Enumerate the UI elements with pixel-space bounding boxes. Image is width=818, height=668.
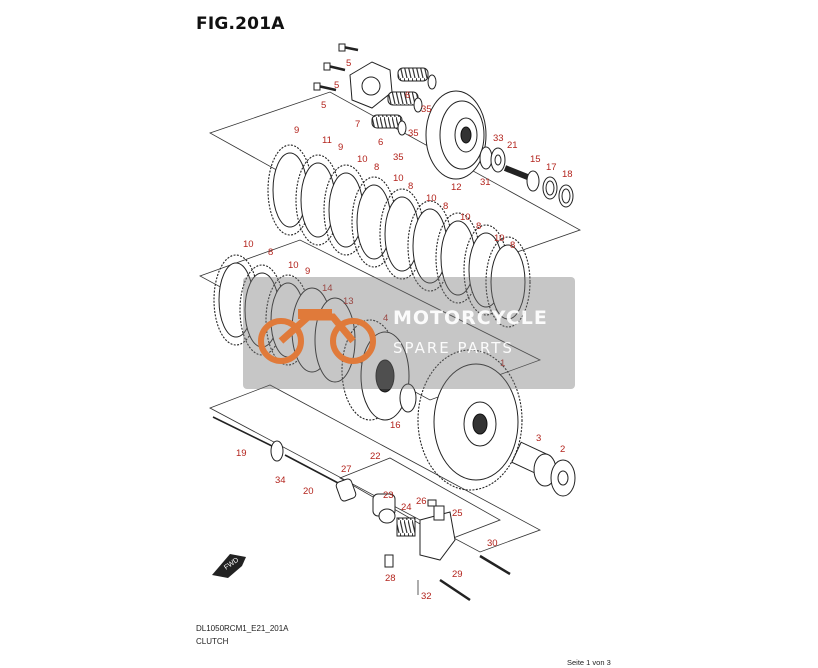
watermark-logo-icon — [258, 309, 376, 364]
callout-8: 8 — [476, 221, 481, 232]
callout-23: 23 — [383, 490, 394, 501]
callout-10: 10 — [357, 154, 368, 165]
callout-18: 18 — [562, 169, 573, 180]
lifter-plate-7 — [349, 61, 393, 109]
callout-8: 8 — [510, 240, 515, 251]
thrust-washer-2 — [550, 459, 576, 497]
springs-6 — [371, 67, 437, 136]
clutch-plate-stack-upper — [267, 144, 531, 328]
callout-5: 5 — [346, 58, 351, 69]
callout-7: 7 — [355, 119, 360, 130]
callout-27: 27 — [341, 464, 352, 475]
callout-35: 35 — [421, 104, 432, 115]
fwd-arrow-icon: FWD — [212, 554, 246, 578]
bearing-group — [479, 146, 574, 208]
callout-22: 22 — [370, 451, 381, 462]
push-rod-19 — [212, 416, 357, 502]
watermark-line2: SPARE PARTS — [393, 339, 514, 357]
callout-13: 13 — [343, 296, 354, 307]
clutch-hub-4 — [341, 319, 410, 421]
callout-5: 5 — [321, 100, 326, 111]
callout-35: 35 — [408, 128, 419, 139]
callout-20: 20 — [303, 486, 314, 497]
sleeve-3 — [511, 441, 557, 487]
bottom-bolts — [384, 554, 511, 602]
callout-8: 8 — [443, 201, 448, 212]
callout-32: 32 — [421, 591, 432, 602]
figure-title: FIG.201A — [196, 14, 285, 34]
callout-14: 14 — [322, 283, 333, 294]
callout-labels: 5 5 5 6 6 7 35 35 35 12 31 33 21 15 17 1… — [236, 58, 573, 602]
watermark-line1: MOTORCYCLE — [393, 307, 548, 329]
drawing-code: DL1050RCM1_E21_201A — [196, 624, 289, 633]
bolt-5-group — [313, 43, 359, 92]
callout-33: 33 — [493, 133, 504, 144]
callout-9: 9 — [338, 142, 343, 153]
callout-29: 29 — [452, 569, 463, 580]
callout-9: 9 — [305, 266, 310, 277]
clutch-plate-stack-lower — [213, 254, 356, 383]
callout-17: 17 — [546, 162, 557, 173]
callout-10: 10 — [288, 260, 299, 271]
clutch-housing-1 — [417, 349, 523, 491]
callout-3: 3 — [536, 433, 541, 444]
callout-25: 25 — [452, 508, 463, 519]
callout-10: 10 — [494, 233, 505, 244]
callout-11: 11 — [322, 135, 332, 146]
callout-6: 6 — [378, 137, 383, 148]
callout-9: 9 — [294, 125, 299, 136]
callout-15: 15 — [530, 154, 541, 165]
callout-35: 35 — [393, 152, 404, 163]
callout-10: 10 — [460, 212, 471, 223]
callout-2: 2 — [560, 444, 565, 455]
callout-28: 28 — [385, 573, 396, 584]
washer-16 — [399, 383, 417, 413]
callout-10: 10 — [243, 239, 254, 250]
callout-6: 6 — [405, 90, 410, 101]
callout-12: 12 — [451, 182, 462, 193]
callout-24: 24 — [401, 502, 412, 513]
callout-10: 10 — [426, 193, 437, 204]
callout-30: 30 — [487, 538, 498, 549]
callout-8: 8 — [268, 247, 273, 258]
page-indicator: Seite 1 von 3 — [567, 658, 611, 667]
callout-10: 10 — [393, 173, 404, 184]
pressure-plate-12 — [425, 90, 487, 180]
callout-16: 16 — [390, 420, 401, 431]
callout-8: 8 — [374, 162, 379, 173]
watermark: MOTORCYCLE SPARE PARTS — [243, 277, 575, 389]
caption: CLUTCH — [196, 637, 229, 646]
callout-34: 34 — [275, 475, 286, 486]
callout-5: 5 — [334, 80, 339, 91]
callout-31: 31 — [480, 177, 491, 188]
callout-4: 4 — [383, 313, 388, 324]
callout-8: 8 — [408, 181, 413, 192]
callout-19: 19 — [236, 448, 247, 459]
callout-1: 1 — [500, 358, 505, 369]
callout-26: 26 — [416, 496, 427, 507]
release-assembly — [372, 493, 456, 561]
callout-21: 21 — [507, 140, 518, 151]
